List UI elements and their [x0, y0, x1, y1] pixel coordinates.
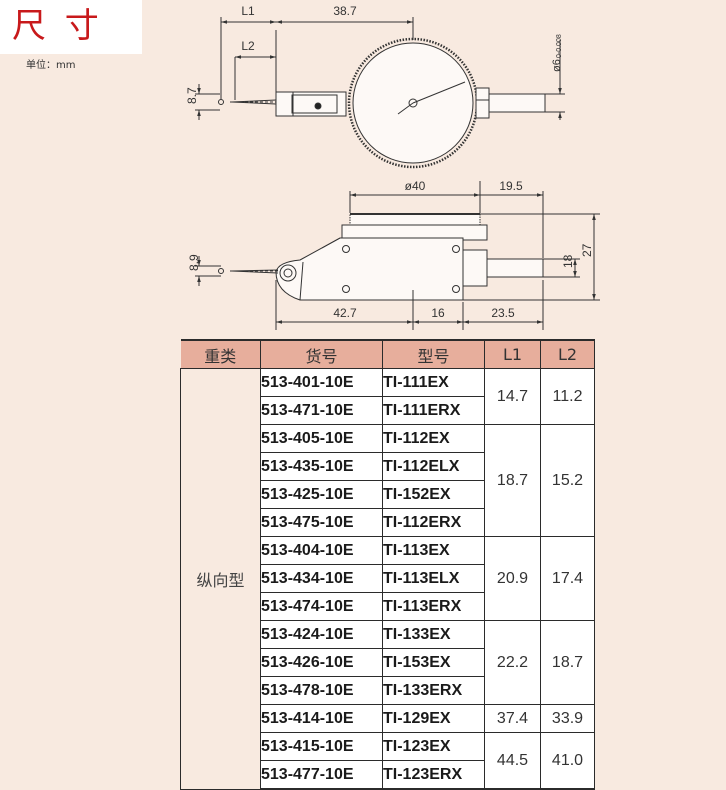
dim-42-7: 42.7	[333, 306, 357, 320]
model-cell: TI-113EX	[382, 536, 485, 565]
category-cell: 纵向型	[180, 368, 261, 790]
code-cell: 513-401-10E	[260, 368, 383, 397]
code-cell: 513-478-10E	[260, 676, 383, 705]
code-cell: 513-474-10E	[260, 592, 383, 621]
dim-8-7: 8.7	[185, 87, 199, 104]
page-title: 尺 寸	[12, 6, 103, 46]
l1-cell: 18.7	[484, 424, 541, 537]
dim-27: 27	[580, 243, 594, 257]
model-cell: TI-112EX	[382, 424, 485, 453]
table-row: 513-405-10E TI-112EX 18.7 15.2	[181, 424, 595, 537]
header-l1: L1	[484, 339, 541, 369]
code-cell: 513-475-10E	[260, 508, 383, 537]
dim-19-5: 19.5	[499, 179, 523, 193]
model-cell: TI-113ELX	[382, 564, 485, 593]
code-cell: 513-405-10E	[260, 424, 383, 453]
l2-cell: 18.7	[540, 620, 595, 705]
dim-16: 16	[431, 306, 445, 320]
l2-cell: 41.0	[540, 732, 595, 790]
table-row: 513-478-10E TI-133ERX	[181, 676, 595, 705]
table-row: 纵向型 513-401-10E TI-111EX 14.7 11.2	[180, 368, 595, 790]
table-row: 513-435-10E TI-112ELX	[181, 452, 595, 481]
spec-table: 重类 货号 型号 L1 L2 纵向型 513-401-10E TI-111EX …	[180, 339, 595, 790]
technical-drawing: L1 38.7 L2 8.7 ø6 0-0.008 ø40 19.5 8.9 1…	[185, 4, 600, 330]
model-cell: TI-133ERX	[382, 676, 485, 705]
header-category: 重类	[180, 339, 261, 369]
l2-cell: 11.2	[540, 368, 595, 425]
header-l2: L2	[540, 339, 595, 369]
code-cell: 513-426-10E	[260, 648, 383, 677]
model-cell: TI-152EX	[382, 480, 485, 509]
model-cell: TI-111ERX	[382, 396, 485, 425]
table-row: 513-424-10E TI-133EX 22.2 18.7	[181, 620, 595, 705]
code-cell: 513-404-10E	[260, 536, 383, 565]
code-cell: 513-477-10E	[260, 760, 383, 790]
dim-l2: L2	[241, 39, 255, 53]
dim-dia-6-tolerance: 0-0.008	[556, 34, 563, 58]
model-cell: TI-129EX	[382, 704, 485, 733]
table-header-row: 重类 货号 型号 L1 L2	[180, 339, 595, 369]
table-row: 513-414-10E TI-129EX 37.4 33.9	[181, 704, 595, 733]
table-row: 513-404-10E TI-113EX 20.9 17.4	[181, 536, 595, 621]
side-view-drawing	[195, 181, 600, 330]
model-cell: TI-112ELX	[382, 452, 485, 481]
l2-cell: 15.2	[540, 424, 595, 537]
code-cell: 513-424-10E	[260, 620, 383, 649]
model-cell: TI-111EX	[382, 368, 485, 397]
model-cell: TI-112ERX	[382, 508, 485, 537]
model-cell: TI-113ERX	[382, 592, 485, 621]
unit-label: 单位：mm	[26, 60, 76, 71]
dim-23-5: 23.5	[491, 306, 515, 320]
l2-cell: 17.4	[540, 536, 595, 621]
table-row: 513-477-10E TI-123ERX	[181, 760, 595, 790]
title-box: 尺 寸	[0, 0, 142, 54]
l1-cell: 20.9	[484, 536, 541, 621]
table-row: 513-434-10E TI-113ELX	[181, 564, 595, 593]
l1-cell: 44.5	[484, 732, 541, 790]
model-cell: TI-123EX	[382, 732, 485, 761]
table-row: 513-475-10E TI-112ERX	[181, 508, 595, 537]
code-cell: 513-434-10E	[260, 564, 383, 593]
code-cell: 513-435-10E	[260, 452, 383, 481]
table-row: 513-426-10E TI-153EX	[181, 648, 595, 677]
table-row: 513-474-10E TI-113ERX	[181, 592, 595, 621]
dim-l1: L1	[241, 4, 255, 18]
code-cell: 513-415-10E	[260, 732, 383, 761]
header-model: 型号	[382, 339, 485, 369]
table-row: 513-471-10E TI-111ERX	[181, 396, 595, 425]
dim-dia-6: ø6	[551, 59, 563, 72]
code-cell: 513-471-10E	[260, 396, 383, 425]
dim-8-9: 8.9	[187, 254, 201, 271]
model-cell: TI-153EX	[382, 648, 485, 677]
l1-cell: 14.7	[484, 368, 541, 425]
l2-cell: 33.9	[540, 704, 595, 733]
dim-38-7: 38.7	[333, 4, 357, 18]
dim-18: 18	[561, 254, 575, 268]
code-cell: 513-414-10E	[260, 704, 383, 733]
header-code: 货号	[260, 339, 383, 369]
table-row: 513-425-10E TI-152EX	[181, 480, 595, 509]
top-view-drawing	[195, 17, 565, 169]
table-row: 513-415-10E TI-123EX 44.5 41.0	[181, 732, 595, 790]
code-cell: 513-425-10E	[260, 480, 383, 509]
l1-cell: 37.4	[484, 704, 541, 733]
model-cell: TI-123ERX	[382, 760, 485, 790]
l1-cell: 22.2	[484, 620, 541, 705]
model-cell: TI-133EX	[382, 620, 485, 649]
dim-dial-40: ø40	[405, 179, 426, 193]
